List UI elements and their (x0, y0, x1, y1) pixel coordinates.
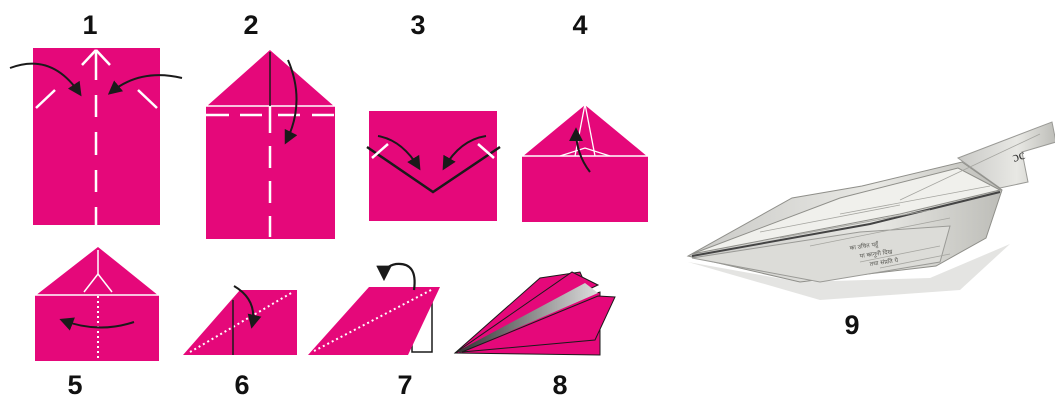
step-5-figure (35, 246, 159, 361)
step-1-figure (10, 48, 182, 225)
step-2-figure (206, 49, 335, 239)
folded-top-triangle (35, 246, 159, 295)
paper-shape (183, 290, 297, 355)
paper-sheet (369, 111, 497, 221)
step-3-figure (367, 111, 500, 221)
step-4-figure (522, 104, 648, 222)
step-8-figure (455, 272, 615, 355)
newspaper-plane-photo: ɔc का उचित पहुँ या कानूनी दिख तथा संप्रत… (688, 122, 1055, 300)
fold-arrow (384, 264, 415, 290)
step-6-figure (183, 286, 297, 355)
step-7-figure (308, 264, 440, 355)
